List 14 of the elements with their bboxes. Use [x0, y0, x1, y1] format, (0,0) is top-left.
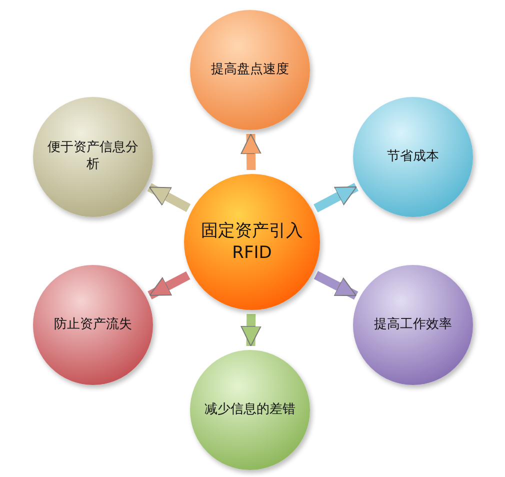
arrow — [147, 183, 191, 212]
node-label: 防止资产流失 — [54, 316, 132, 334]
node-label: 固定资产引入RFID — [200, 220, 304, 264]
node-label: 便于资产信息分析 — [46, 140, 140, 174]
arrow — [314, 271, 358, 300]
node-label: 节省成本 — [387, 148, 439, 166]
node-label: 减少信息的差错 — [204, 402, 296, 418]
arrow — [148, 271, 190, 300]
arrow — [314, 182, 358, 212]
node-label: 提高盘点速度 — [211, 62, 289, 78]
circle-node — [353, 265, 473, 385]
arrow — [240, 134, 262, 170]
arrow — [240, 314, 262, 346]
node-label: 提高工作效率 — [374, 316, 452, 334]
